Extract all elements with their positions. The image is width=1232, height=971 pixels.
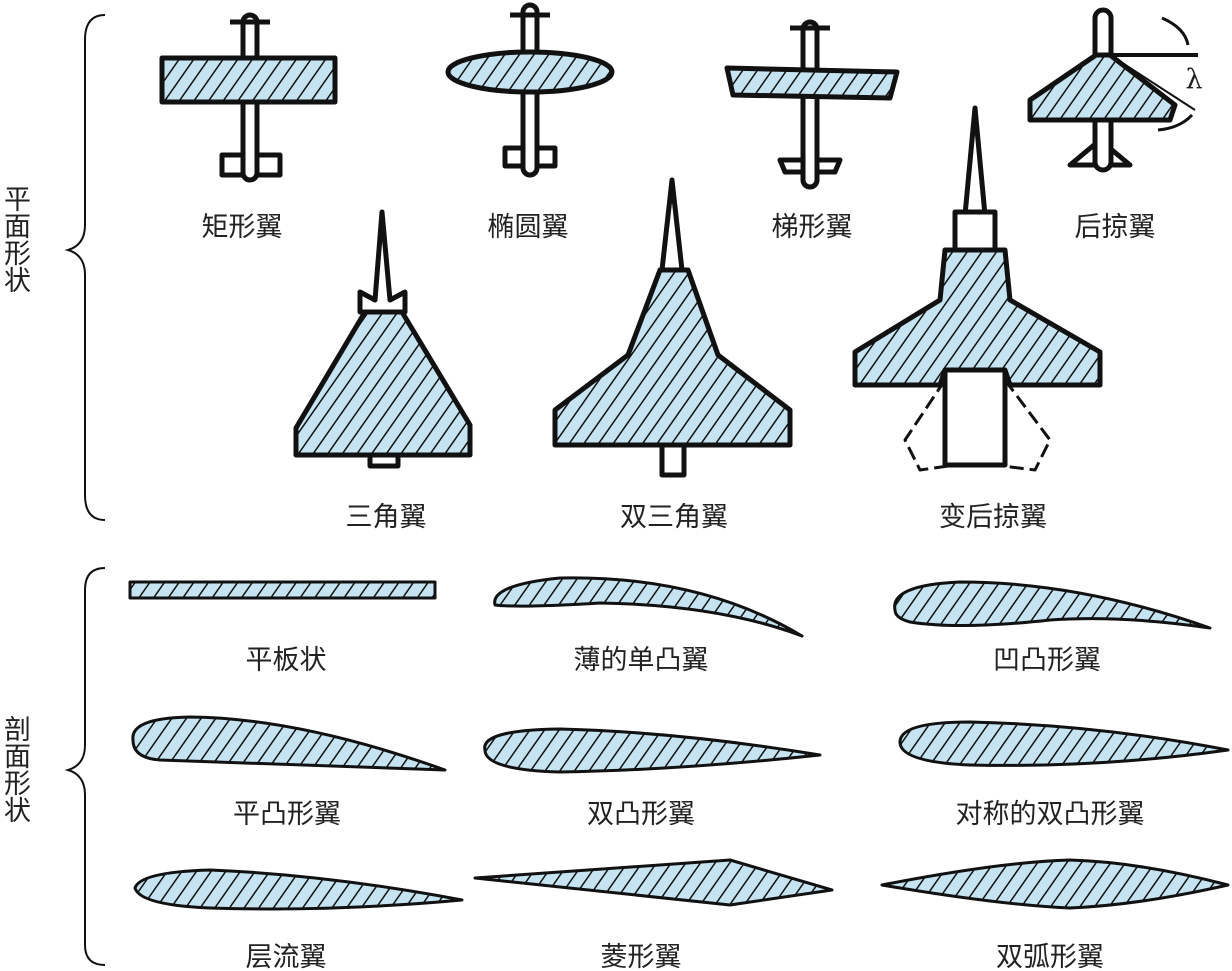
label-swing-wing: 变后掠翼: [939, 502, 1047, 533]
rectangular-wing-plane: [159, 12, 338, 183]
label-thin-cambered: 薄的单凸翼: [573, 645, 709, 676]
label-concave-convex: 凹凸形翼: [993, 645, 1101, 676]
label-delta: 三角翼: [345, 502, 427, 533]
label-diamond: 菱形翼: [600, 942, 682, 971]
section-diamond: [473, 858, 834, 907]
delta-wing-plane: [293, 209, 473, 469]
section-thin-cambered: [493, 576, 804, 638]
group-label-section: 剖面形状: [0, 715, 30, 823]
swing-wing-plane: [852, 105, 1103, 472]
swept-wing-plane: [1027, 7, 1198, 173]
section-laminar: [133, 868, 464, 911]
double-delta-wing-plane: [552, 177, 793, 478]
label-double-arc: 双弧形翼: [996, 942, 1104, 971]
section-plano-convex: [131, 715, 447, 772]
label-trapezoid: 梯形翼: [771, 212, 853, 243]
elliptical-wing-plane: [445, 2, 615, 178]
section-biconvex: [483, 727, 822, 774]
label-elliptical: 椭圆翼: [487, 212, 569, 243]
trapezoid-wing-plane: [724, 19, 900, 190]
label-flat-plate: 平板状: [245, 645, 327, 676]
group-label-planform: 平面形状: [0, 185, 30, 293]
section-brace: [64, 567, 106, 966]
sweep-angle-symbol: λ: [1185, 64, 1203, 95]
label-symmetric-biconvex: 对称的双凸形翼: [955, 799, 1145, 830]
label-plano-convex: 平凸形翼: [233, 799, 341, 830]
label-swept: 后掠翼: [1074, 212, 1156, 243]
label-laminar: 层流翼: [245, 942, 327, 971]
section-symmetric-biconvex: [898, 720, 1230, 767]
section-flat-plate: [128, 580, 437, 600]
planform-brace: [64, 14, 106, 521]
label-rectangular: 矩形翼: [201, 212, 283, 243]
label-biconvex: 双凸形翼: [587, 799, 695, 830]
section-concave-convex: [893, 580, 1212, 630]
label-double-delta: 双三角翼: [620, 502, 728, 533]
section-double-arc: [880, 858, 1230, 910]
